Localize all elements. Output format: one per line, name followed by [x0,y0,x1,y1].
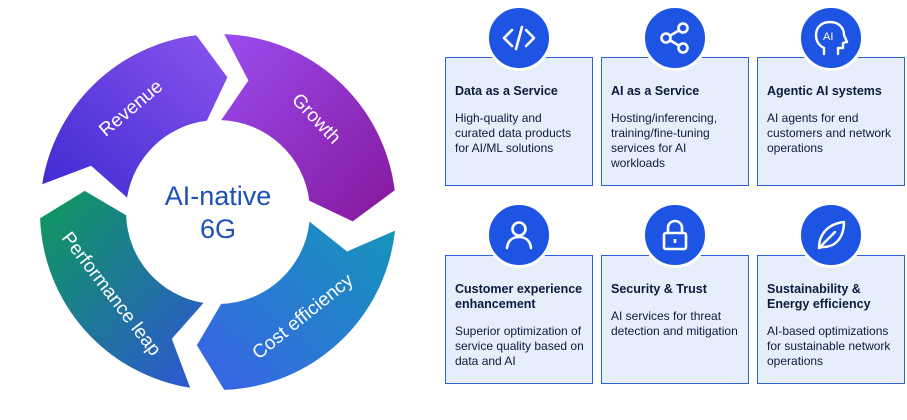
ai-head-icon: AI [798,5,864,71]
card-sustainability: Sustainability & Energy efficiency AI-ba… [757,255,905,384]
card-data-as-a-service: Data as a Service High-quality and curat… [445,57,593,186]
card-title: Data as a Service [455,84,558,98]
card-description: Superior optimization of service quality… [455,324,584,368]
card-ai-as-a-service: AI as a Service Hosting/inferencing, tra… [601,57,749,186]
card-description: AI agents for end customers and network … [767,111,892,155]
card-description: AI services for threat detection and mit… [611,309,738,338]
card-description: High-quality and curated data products f… [455,111,572,155]
card-title: Customer experience enhancement [455,282,583,311]
center-title: AI-native 6G [138,180,298,246]
card-customer-experience: Customer experience enhancement Superior… [445,255,593,384]
card-description: Hosting/inferencing, training/fine-tunin… [611,111,718,170]
leaf-icon [798,202,864,268]
center-title-line1: AI-native [164,181,272,211]
card-agentic-ai-systems: Agentic AI systems AI agents for end cus… [757,57,905,186]
segment-revenue [42,35,228,198]
card-title: Sustainability & Energy efficiency [767,282,871,311]
code-icon [486,5,552,71]
card-security-trust: Security & Trust AI services for threat … [601,255,749,384]
share-icon [642,5,708,71]
segment-cost-efficiency [196,221,395,390]
card-title: Agentic AI systems [767,84,882,98]
card-description: AI-based optimizations for sustainable n… [767,324,891,368]
segment-performance-leap [40,190,204,388]
lock-icon [642,202,708,268]
card-title: Security & Trust [611,282,707,296]
user-icon [486,202,552,268]
svg-text:AI: AI [823,31,833,43]
card-title: AI as a Service [611,84,700,98]
center-title-line2: 6G [199,214,237,244]
segment-growth [221,34,395,222]
